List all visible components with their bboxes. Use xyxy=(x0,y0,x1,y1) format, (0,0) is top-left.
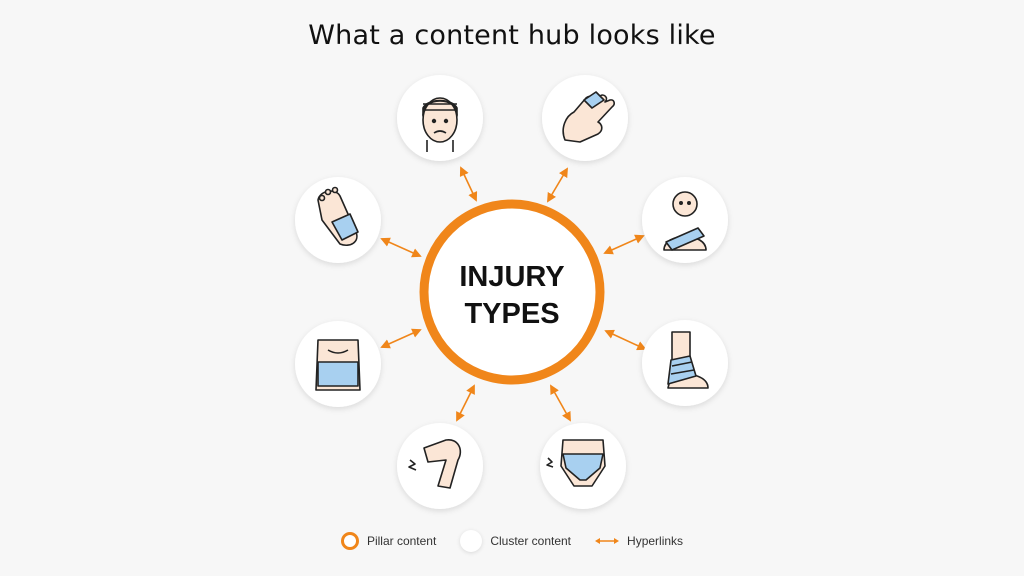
legend-item-hyperlinks: Hyperlinks xyxy=(595,534,683,548)
legend-pillar-label: Pillar content xyxy=(366,534,437,548)
cluster-node-hip xyxy=(540,423,626,509)
cluster-swatch-icon xyxy=(460,530,483,552)
double-arrow-icon xyxy=(595,538,620,544)
hip-injury-icon xyxy=(546,439,606,487)
hyperlink-arrows xyxy=(380,166,647,422)
cluster-node-foot xyxy=(295,177,381,263)
hyperlink-arrow xyxy=(604,329,647,351)
pillar-label-line1: INJURY xyxy=(459,261,564,293)
hyperlink-arrow xyxy=(380,237,422,258)
cluster-node-head xyxy=(397,75,483,161)
legend-hyperlinks-label: Hyperlinks xyxy=(627,534,684,548)
pillar-node: INJURY TYPES xyxy=(419,199,605,385)
cluster-node-hand xyxy=(542,75,628,161)
hyperlink-arrow xyxy=(550,384,571,422)
cluster-node-knee xyxy=(397,423,483,509)
legend: Pillar content Cluster content Hyperlink… xyxy=(0,530,1024,552)
cluster-node-ankle xyxy=(642,320,728,406)
hyperlink-arrow xyxy=(456,384,475,422)
head-bandage-icon xyxy=(422,97,458,152)
cluster-node-chest xyxy=(295,321,381,407)
hyperlink-arrow xyxy=(380,328,422,349)
hyperlink-arrow xyxy=(603,234,645,255)
hyperlink-arrow xyxy=(459,166,478,202)
pillar-label-line2: TYPES xyxy=(464,298,559,330)
cluster-node-arm-sling xyxy=(642,177,728,263)
chest-bandage-icon xyxy=(315,339,361,391)
hyperlink-arrow xyxy=(547,167,568,203)
hand-bandage-icon xyxy=(562,91,615,143)
arm-sling-icon xyxy=(663,191,707,251)
diagram-title: What a content hub looks like xyxy=(308,20,716,51)
ankle-wrap-icon xyxy=(667,331,709,389)
legend-item-cluster: Cluster content xyxy=(460,530,571,552)
pillar-swatch-icon xyxy=(340,532,359,550)
foot-bandage-icon xyxy=(317,186,359,247)
legend-item-pillar: Pillar content xyxy=(340,532,437,550)
legend-cluster-label: Cluster content xyxy=(490,534,572,548)
knee-injury-icon xyxy=(408,439,462,489)
